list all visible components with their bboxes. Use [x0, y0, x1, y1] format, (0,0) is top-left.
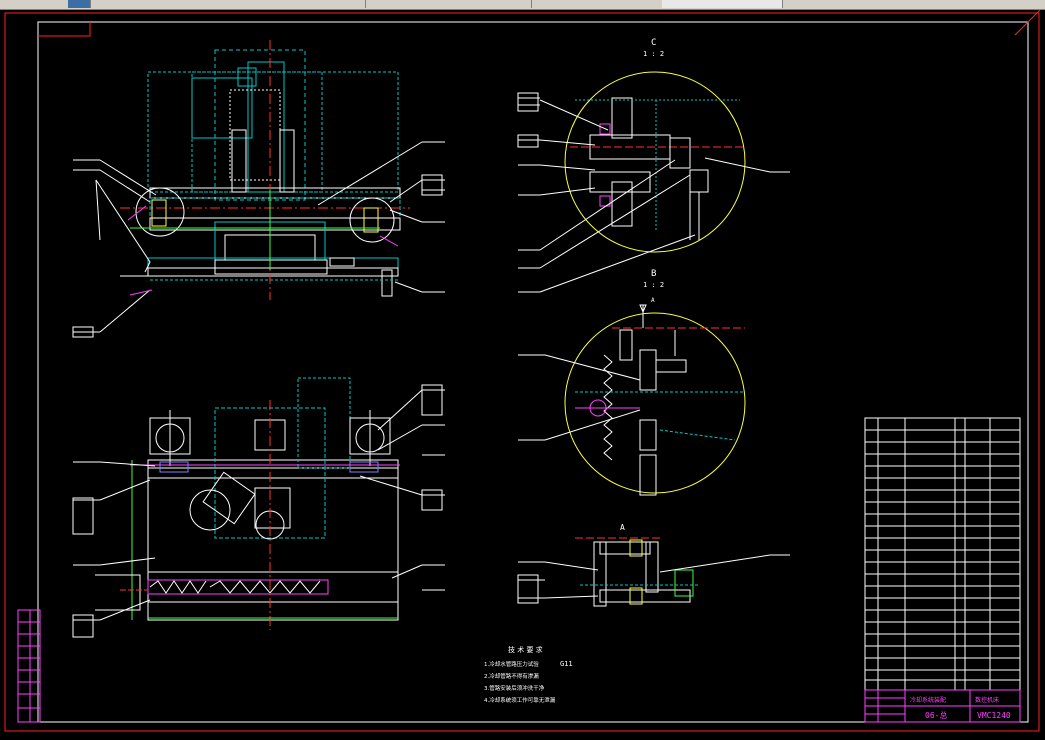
note-3: 3.管路安装后须冲洗干净	[484, 684, 545, 692]
toolbar-icon[interactable]	[68, 0, 91, 8]
toolbar-tab[interactable]	[200, 0, 366, 8]
toolbar-tab[interactable]	[366, 0, 532, 8]
title-drawing-code: 06-总	[925, 710, 947, 720]
note-4: 4.冷却系统须工作可靠无泄漏	[484, 696, 556, 704]
section-b-view	[518, 304, 746, 496]
inner-frame	[37, 21, 1029, 723]
corner-diagonal	[1027, 9, 1041, 23]
top-view	[72, 377, 445, 638]
corner-diagonal	[1014, 21, 1029, 36]
title-part-name: 冷却系统装配	[910, 696, 946, 704]
front-view	[72, 40, 445, 338]
title-model: VMC1240	[977, 711, 1011, 720]
parts-list	[864, 417, 1021, 691]
note-standard: G11	[560, 660, 573, 668]
title-org: 数控机床	[975, 696, 999, 704]
drawing-canvas[interactable]: C 1 : 2 B 1 : 2 A A 技 术 要 求 1.冷却水管路压力试验 …	[0, 9, 1045, 736]
section-b-arrow-label: A	[651, 297, 655, 304]
cad-drawing: C 1 : 2 B 1 : 2 A A 技 术 要 求 1.冷却水管路压力试验 …	[4, 9, 1041, 732]
revision-block	[17, 609, 41, 723]
section-a-letter: A	[620, 523, 625, 532]
window-toolbar	[0, 0, 1045, 10]
toolbar-tab[interactable]	[532, 0, 663, 8]
note-1: 1.冷却水管路压力试验	[484, 660, 539, 668]
section-a-view	[517, 537, 790, 607]
title-block	[864, 689, 1021, 723]
section-c-view	[517, 71, 790, 293]
toolbar-tab[interactable]	[782, 0, 1045, 8]
section-c-letter: C	[651, 38, 656, 48]
notes-heading: 技 术 要 求	[508, 645, 543, 654]
section-c-scale: 1 : 2	[643, 50, 664, 58]
corner-mark	[38, 22, 91, 37]
note-2: 2.冷却管路不得有渗漏	[484, 672, 539, 680]
toolbar-tab[interactable]	[0, 0, 69, 8]
toolbar-tab[interactable]	[662, 0, 783, 8]
outer-frame	[4, 12, 1040, 732]
section-b-scale: 1 : 2	[643, 281, 664, 289]
section-b-letter: B	[651, 269, 656, 279]
